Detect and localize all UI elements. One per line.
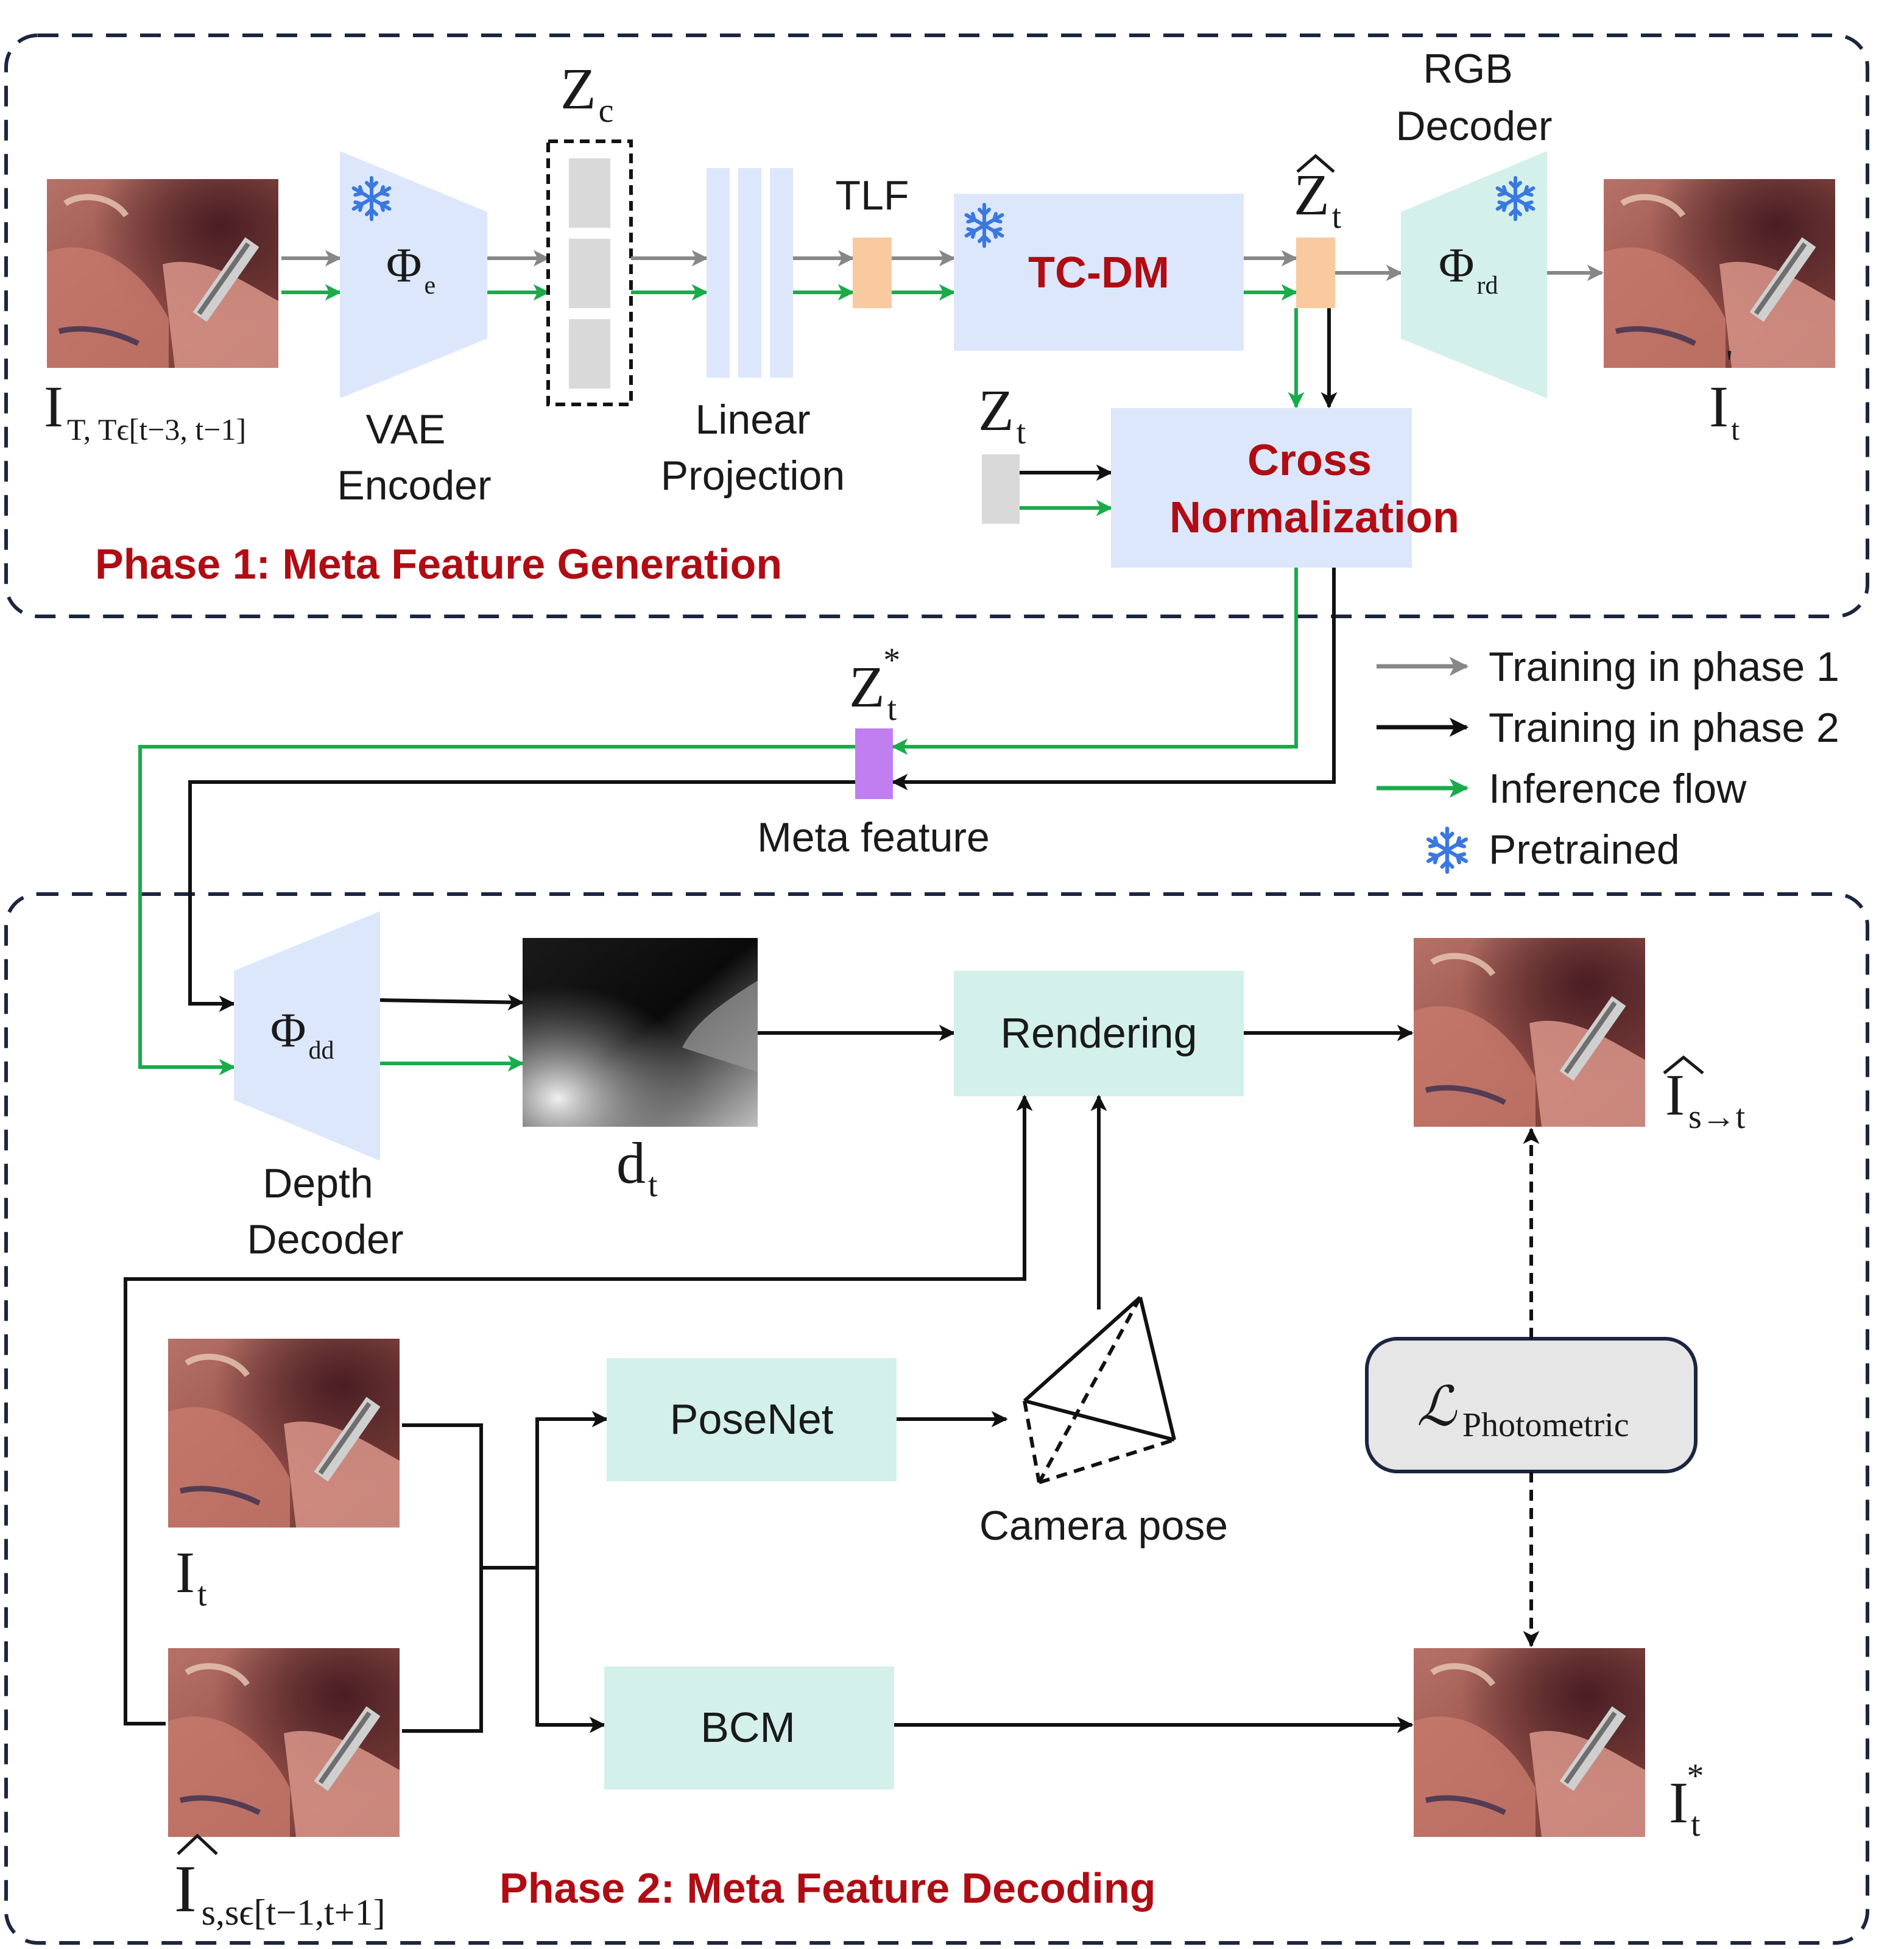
arrow-train2 [891,568,1336,791]
meta-z-label: Zt* [849,641,900,728]
bcm-label: BCM [700,1704,795,1751]
linear-label-2: Projection [661,453,845,499]
zc-label: Zc [560,56,614,130]
crossnorm-label-2: Normalization [1169,493,1459,542]
meta-feature-label: Meta feature [757,814,990,861]
target-frame-image [168,1339,400,1528]
linear-label-1: Linear [695,396,810,443]
reconstructed-frame-label: It' [1709,343,1740,446]
zhat-block [1296,238,1335,308]
zc-dashed-box [546,139,633,406]
arrow-train2 [124,1094,1033,1725]
rgb-decoder-symbol: Φrd [1439,239,1498,300]
arrow-infer [138,745,855,1076]
synthesized-frame-image [1414,938,1645,1127]
encoder-label-1: VAE [365,406,445,453]
meta-feature-block [855,728,893,799]
rendering-block [954,971,1244,1096]
legend: Training in phase 1 Training in phase 2 … [1377,644,1839,873]
arrow-train2 [535,1568,606,1733]
input-frames-image [47,179,278,368]
connector-line [402,1423,483,1733]
phase1-title: Phase 1: Meta Feature Generation [95,540,782,588]
tcdm-label: TC-DM [1028,248,1169,297]
linear-projection-bar [738,168,761,378]
posenet-block [607,1358,897,1481]
legend-snowflake-icon [1428,828,1466,872]
zhat-label: Zt [1294,162,1342,236]
depth-decoder-symbol: Φdd [270,1004,334,1065]
zt-block [982,454,1020,524]
phase2-panel [4,892,1869,1945]
hat-mark [177,1833,218,1855]
reconstructed-frame-image [1604,179,1835,368]
zt-label: Zt [978,378,1026,451]
cross-normalization-block [1111,408,1412,568]
rgb-decoder-label-2: Decoder [1395,103,1552,149]
corrected-frame-image [1414,1648,1645,1837]
target-frame-label: It [175,1540,207,1613]
crossnorm-label-1: Cross [1247,436,1372,485]
depth-decoder-label-1: Depth [263,1160,373,1207]
legend-item-label: Training in phase 2 [1489,705,1839,751]
linear-projection-bar [770,168,793,378]
hat-mark [1296,153,1335,173]
depth-map-image [523,938,758,1127]
hat-mark [1663,1055,1704,1074]
depth-decoder-shape [234,911,380,1161]
depth-decoder-label-2: Decoder [247,1216,403,1263]
source-frame-image [168,1648,400,1837]
legend-item-label: Pretrained [1489,826,1680,873]
corrected-frame-label: It* [1669,1757,1704,1844]
encoder-symbol: Φe [386,239,435,300]
phase2-title: Phase 2: Meta Feature Decoding [499,1864,1156,1912]
arrow-train2 [188,780,855,1012]
encoder-label-2: Encoder [337,462,491,509]
tlf-label: TLF [836,172,909,219]
zc-token [569,319,610,389]
rendering-label: Rendering [1001,1009,1197,1057]
tcdm-block [954,194,1244,351]
tlf-block [853,238,892,308]
camera-pose-label: Camera pose [979,1503,1228,1549]
arrow-infer [891,568,1298,755]
linear-projection-bar [707,168,730,378]
zc-token [569,158,610,228]
legend-item-label: Training in phase 1 [1489,644,1839,690]
rgb-decoder-label-1: RGB [1423,46,1512,92]
arrow-train2 [379,994,524,1011]
phase1-panel [4,33,1869,618]
bcm-block [604,1666,894,1789]
depth-map-label: dt [616,1130,658,1204]
posenet-label: PoseNet [670,1395,833,1443]
zc-token [569,239,610,308]
arrow-train2 [535,1411,608,1724]
legend-item-label: Inference flow [1489,766,1747,812]
photometric-loss-block [1365,1337,1698,1473]
camera-pose-icon [1023,1295,1176,1484]
